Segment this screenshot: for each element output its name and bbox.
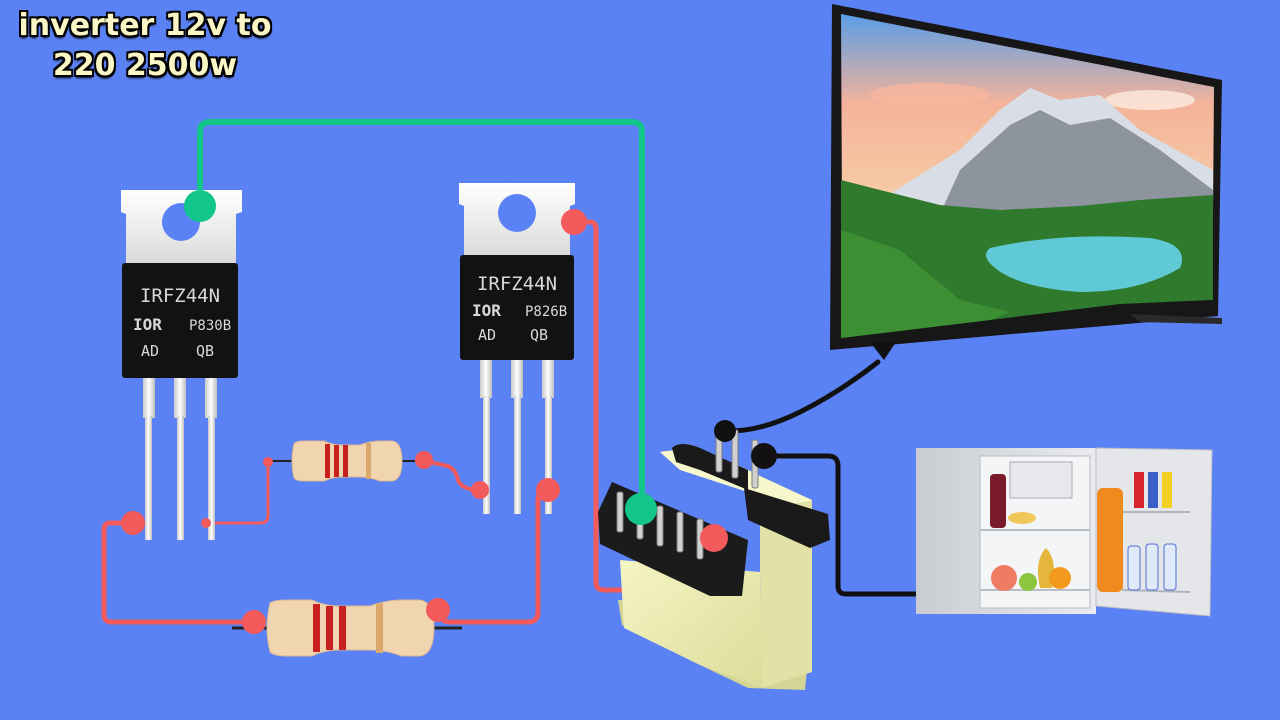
tv-lake <box>986 236 1182 292</box>
tv-cloud-1 <box>870 83 990 107</box>
wire-red-bottom-loop <box>101 520 257 625</box>
title-line-2: 220 2500w <box>52 48 238 83</box>
wire-green-gate <box>197 119 645 513</box>
resistor-small-band-4 <box>366 443 371 479</box>
fridge-bottle <box>990 474 1006 528</box>
tv-icon <box>830 4 1222 360</box>
dot-red-large-left <box>242 610 266 634</box>
mosfet-right-code: P826B <box>525 304 567 320</box>
fridge-water-2 <box>1145 543 1159 591</box>
fridge-can-3 <box>1162 472 1172 508</box>
wire-black-tv <box>722 359 881 434</box>
mosfet-right-logo: IOR <box>472 301 501 320</box>
mosfet-left-code: P830B <box>189 318 231 334</box>
mosfet-right: IRFZ44N IOR P826B AD QB <box>459 183 575 514</box>
tv-forest-front <box>841 230 1010 338</box>
dot-black-fridge <box>751 443 777 469</box>
dot-red-transformer <box>700 524 728 552</box>
resistor-small-band-2 <box>334 445 339 477</box>
dot-red-small-pin <box>201 518 211 528</box>
resistor-large-band-2 <box>326 606 333 650</box>
diagram-title: inverter 12v to 220 2500w <box>0 6 290 86</box>
resistor-small-band-3 <box>343 445 348 477</box>
mini-fridge-icon <box>916 447 1213 617</box>
dot-red-right-pin3 <box>536 478 560 502</box>
mosfet-right-lead-2 <box>511 360 523 398</box>
resistor-large-band-3 <box>339 606 346 650</box>
mosfet-right-lot-right: QB <box>530 326 548 344</box>
dot-red-right-pin1 <box>471 481 489 499</box>
mosfet-right-lot-left: AD <box>478 326 496 344</box>
dot-red-source-left <box>121 511 145 535</box>
transformer-pin-1 <box>616 491 624 533</box>
dot-red-small-right <box>415 451 433 469</box>
mosfet-right-body <box>460 255 574 360</box>
dot-red-large-right <box>426 598 450 622</box>
mosfet-right-lead-3 <box>542 360 554 398</box>
fridge-door <box>1095 447 1213 617</box>
mosfet-left-part: IRFZ44N <box>140 285 220 307</box>
wire-red-small-res-left <box>206 462 270 525</box>
resistor-small-band-1 <box>325 444 330 478</box>
mosfet-left-lot-left: AD <box>141 342 159 360</box>
transformer-bobbin-top <box>672 444 748 490</box>
mosfet-left-pin-3 <box>208 416 215 540</box>
wires <box>101 119 925 625</box>
fridge-juice-bottle <box>1097 488 1123 592</box>
fridge-water-1 <box>1127 545 1141 591</box>
mosfet-left-logo: IOR <box>133 315 162 334</box>
resistor-large-body <box>266 599 435 657</box>
resistor-large <box>232 599 462 657</box>
fridge-apple <box>1019 573 1037 591</box>
wire-red-small-res-right <box>424 459 481 492</box>
mosfet-right-pin-3 <box>545 396 552 514</box>
tv-stand <box>870 342 896 360</box>
mosfet-left-lot-right: QB <box>196 342 214 360</box>
mosfet-left-lead-2 <box>174 378 186 418</box>
dot-green-gate <box>184 190 216 222</box>
tv-stand-base <box>1130 314 1222 324</box>
resistor-large-band-1 <box>313 604 320 652</box>
tv-cloud-2 <box>1105 90 1195 110</box>
mosfet-right-pin-2 <box>514 396 521 514</box>
fridge-cheese <box>1008 512 1036 524</box>
mosfet-left-pin-1 <box>145 416 152 540</box>
mosfet-left-lead-1 <box>143 378 155 418</box>
mosfet-left-body <box>122 263 238 378</box>
wire-red-bottom-right <box>435 487 551 625</box>
transformer-pin-3 <box>656 505 664 547</box>
fridge-grapefruit <box>991 565 1017 591</box>
mosfet-right-hole <box>498 194 536 232</box>
wire-black-fridge <box>761 453 925 597</box>
mosfet-left: IRFZ44N IOR P830B AD QB <box>121 190 242 540</box>
fridge-orange <box>1049 567 1071 589</box>
fridge-water-3 <box>1163 543 1177 591</box>
fridge-can-2 <box>1148 472 1158 508</box>
transformer <box>598 423 830 690</box>
mosfet-right-part: IRFZ44N <box>477 273 557 295</box>
tv-mountain-shade <box>940 110 1213 214</box>
resistor-small <box>270 440 426 482</box>
transformer-pin-4 <box>676 511 684 553</box>
fridge-freezer <box>1009 461 1073 499</box>
resistor-large-band-4 <box>376 603 383 653</box>
dot-black-tv <box>714 420 736 442</box>
transformer-bobbin-right <box>744 488 830 548</box>
mosfet-left-lead-3 <box>205 378 217 418</box>
dot-red-drain-right <box>561 209 587 235</box>
dot-green-transformer <box>625 493 657 525</box>
dot-red-small-left <box>263 457 273 467</box>
mosfet-left-pin-2 <box>177 416 184 540</box>
mosfet-right-pin-1 <box>483 396 490 514</box>
mosfet-right-lead-1 <box>480 360 492 398</box>
connection-dots <box>121 190 777 634</box>
fridge-can-1 <box>1134 472 1144 508</box>
title-line-1: inverter 12v to <box>18 8 272 43</box>
